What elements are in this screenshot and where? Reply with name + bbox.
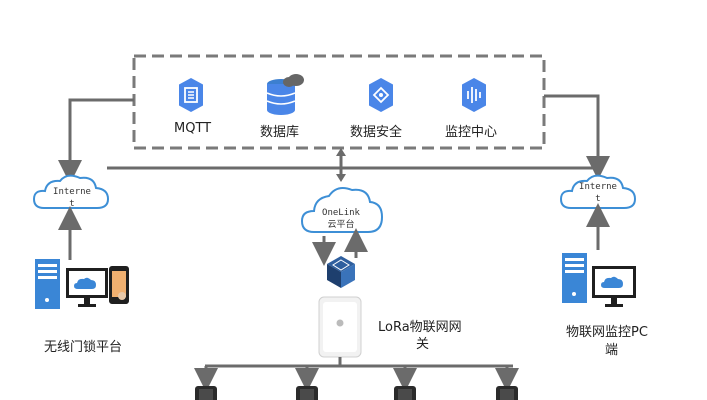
data-security-icon	[369, 78, 393, 112]
internet-cloud-right-text: Interne t	[566, 181, 630, 205]
cloud-left-line1: Interne	[53, 187, 91, 197]
onelink-line1: OneLink	[322, 208, 360, 218]
cube-icon	[327, 256, 355, 288]
iot-pc-label-line1: 物联网监控PC	[566, 325, 648, 340]
server-icon-left	[35, 259, 60, 309]
server-icon-right	[562, 253, 587, 303]
database-icon	[266, 74, 304, 115]
onelink-cloud	[300, 187, 384, 233]
internet-cloud-left-text: Interne t	[40, 186, 104, 210]
door-lock-4	[496, 386, 518, 400]
monitor-icon-right	[592, 266, 636, 307]
monitor-center-label: 监控中心	[445, 125, 498, 140]
monitor-center-icon	[462, 78, 486, 112]
mqtt-label: MQTT	[174, 121, 212, 136]
gateway-label-line1: LoRa物联网网	[378, 320, 462, 335]
services-group-box	[132, 54, 546, 150]
door-lock-2	[296, 386, 318, 400]
lora-gateway-device	[318, 296, 362, 358]
gateway-label-line2: 关	[416, 337, 430, 352]
cloud-left-line2: t	[69, 199, 75, 209]
iot-pc-label-line2: 端	[605, 343, 619, 358]
door-lock-1	[195, 386, 217, 400]
data-security-label: 数据安全	[350, 125, 403, 140]
mqtt-icon	[179, 78, 203, 112]
database-label: 数据库	[260, 125, 300, 140]
cloud-right-line1: Interne	[579, 182, 617, 192]
wireless-lock-platform-label: 无线门锁平台	[44, 340, 123, 355]
monitor-icon-left	[66, 268, 108, 307]
left-link	[58, 98, 134, 184]
cloud-right-line2: t	[595, 194, 601, 204]
right-link	[544, 94, 610, 180]
internet-cloud-right	[559, 174, 637, 209]
onelink-cloud-text: OneLink 云平台	[304, 207, 378, 231]
onelink-line2: 云平台	[327, 220, 355, 230]
door-lock-3	[394, 386, 416, 400]
phone-icon-left	[109, 266, 129, 304]
internet-cloud-left	[32, 174, 110, 209]
